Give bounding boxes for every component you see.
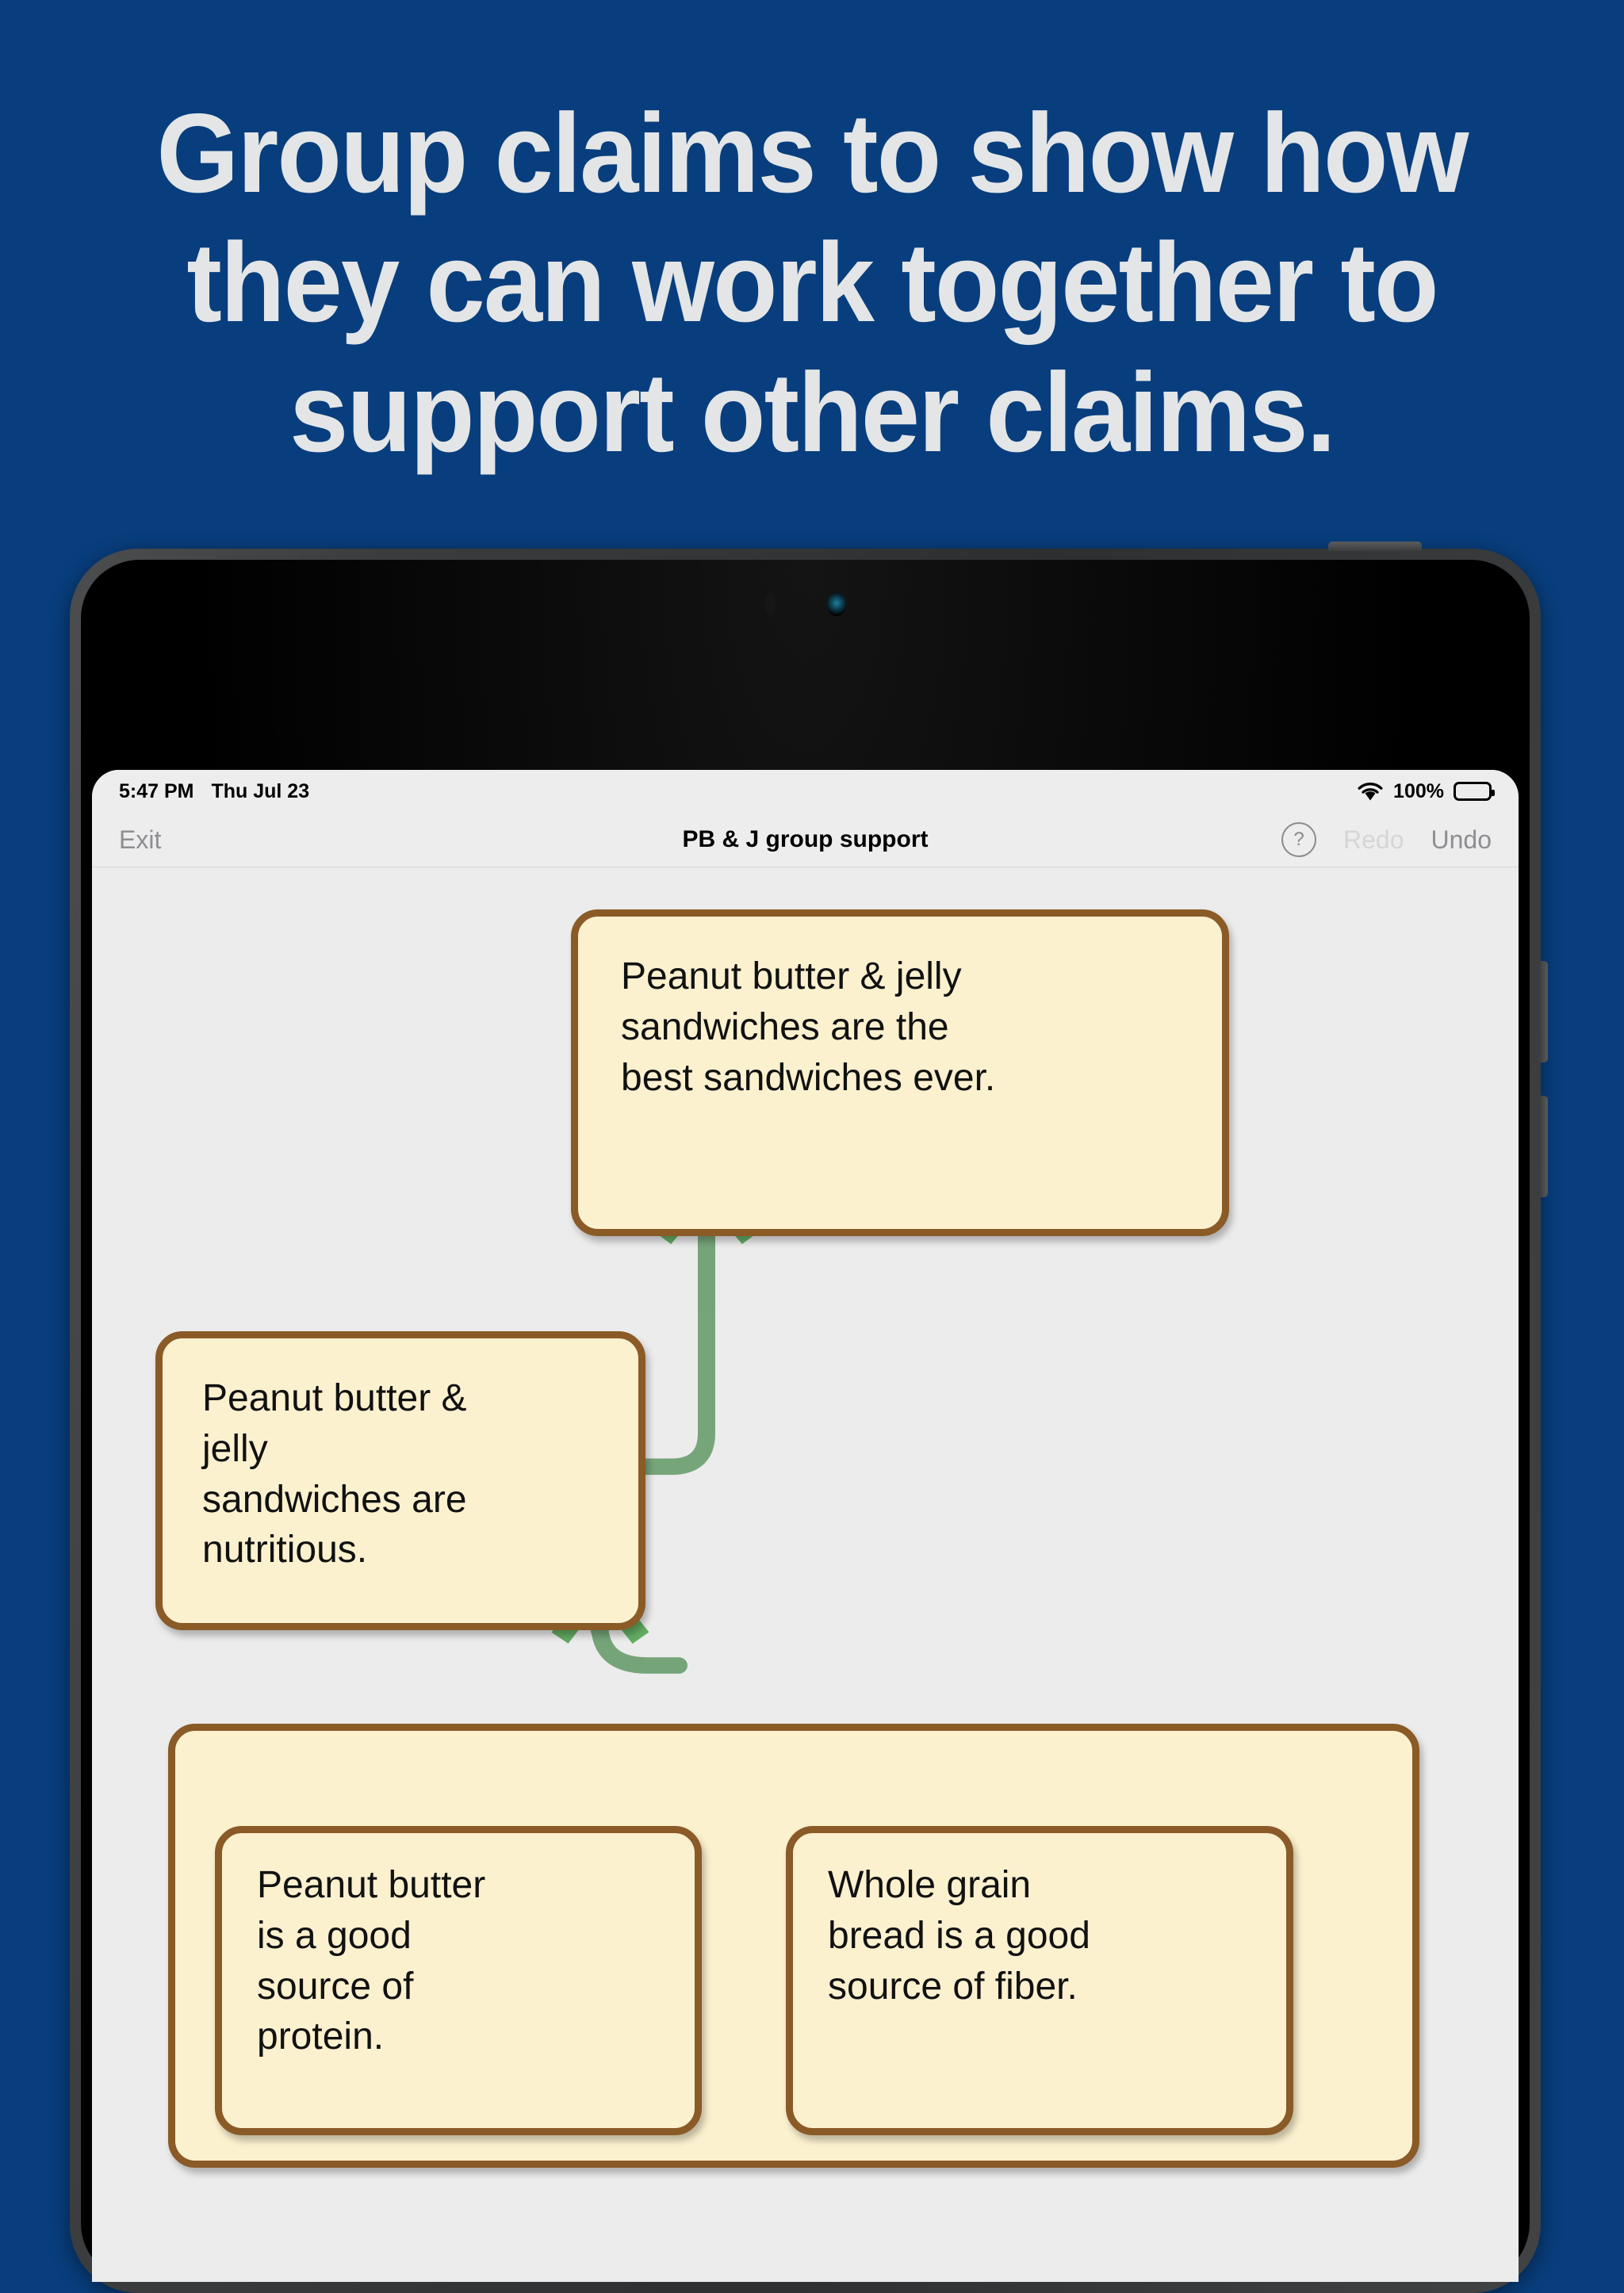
wifi-icon — [1358, 783, 1383, 801]
argument-canvas[interactable]: Peanut butter & jelly sandwiches are the… — [92, 867, 1519, 2282]
exit-button[interactable]: Exit — [119, 825, 162, 854]
app-toolbar: Exit PB & J group support ? Redo Undo — [92, 813, 1519, 867]
camera-cluster — [726, 590, 885, 618]
ipad-screen: 5:47 PM Thu Jul 23 100% Exi — [92, 770, 1519, 2282]
claim-card-middle[interactable]: Peanut butter & jelly sandwiches are nut… — [155, 1331, 645, 1630]
ipad-bezel: 5:47 PM Thu Jul 23 100% Exi — [81, 560, 1530, 2282]
redo-button[interactable]: Redo — [1343, 825, 1404, 854]
claim-card-protein[interactable]: Peanut butter is a good source of protei… — [215, 1826, 702, 2135]
battery-percent-label: 100% — [1393, 779, 1444, 802]
undo-button[interactable]: Undo — [1431, 825, 1492, 854]
ambient-sensor-icon — [764, 593, 776, 615]
ipad-device-frame: 5:47 PM Thu Jul 23 100% Exi — [70, 542, 1548, 2293]
battery-full-icon — [1454, 782, 1495, 801]
status-bar-right: 100% — [1357, 779, 1495, 803]
status-bar-left: 5:47 PM Thu Jul 23 — [119, 780, 309, 803]
toolbar-right-group: ? Redo Undo — [1281, 822, 1492, 857]
status-date: Thu Jul 23 — [211, 779, 310, 802]
claim-card-fiber[interactable]: Whole grain bread is a good source of fi… — [786, 1826, 1293, 2135]
front-camera-icon — [825, 592, 847, 616]
proximity-sensor-icon — [792, 591, 809, 617]
page-title: Group claims to show how they can work t… — [156, 90, 1469, 476]
status-bar: 5:47 PM Thu Jul 23 100% — [92, 770, 1519, 813]
status-time: 5:47 PM — [119, 779, 194, 802]
volume-up-button[interactable] — [1539, 961, 1548, 1062]
claim-card-top[interactable]: Peanut butter & jelly sandwiches are the… — [571, 909, 1229, 1236]
claim-group-container[interactable]: Peanut butter is a good source of protei… — [168, 1724, 1419, 2168]
volume-down-button[interactable] — [1539, 1096, 1548, 1197]
help-question-icon[interactable]: ? — [1281, 822, 1316, 857]
power-button[interactable] — [1328, 542, 1422, 551]
